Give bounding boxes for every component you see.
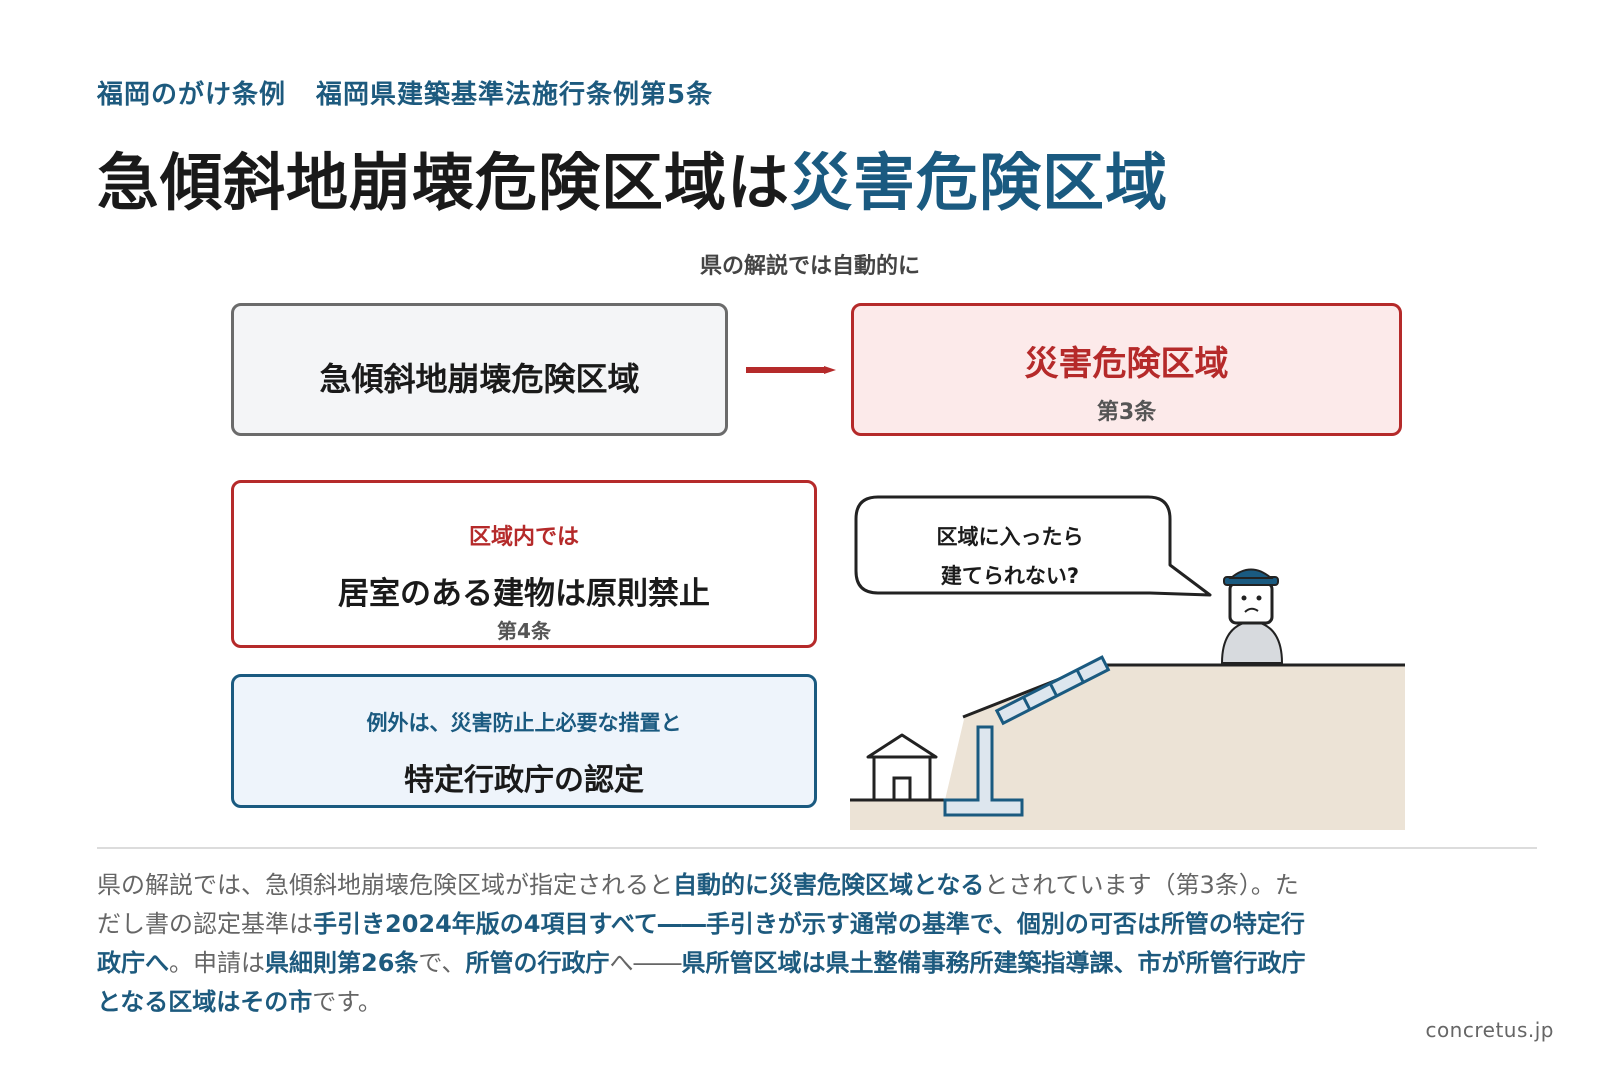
house-icon [866, 733, 938, 802]
person-icon [1220, 568, 1284, 664]
source-zone-label: 急傾斜地崩壊危険区域 [319, 360, 640, 398]
slope-illustration [850, 495, 1405, 830]
body-highlight-5: 県所管区域は県土整備事務所建築指導課、市が所管行政庁となる区域はその市 [97, 949, 1306, 1016]
exception-caption: 例外は、災害防止上必要な措置と [366, 711, 682, 735]
divider [97, 847, 1537, 849]
footer-site: concretus.jp [1425, 1018, 1554, 1042]
kicker-left: 福岡のがけ条例 [97, 80, 287, 110]
speech-bubble [854, 495, 1212, 597]
rule-caption: 区域内では [468, 525, 579, 550]
body-paragraph: 県の解説では、急傾斜地崩壊危険区域が指定されると自動的に災害危険区域となるとされ… [97, 866, 1317, 1022]
body-highlight-3: 県細則第26条 [265, 949, 419, 977]
slope-protection-icon [994, 655, 1111, 726]
rule-article: 第4条 [497, 619, 551, 643]
rule-main: 居室のある建物は原則禁止 [338, 576, 710, 612]
slope-ground [850, 665, 1405, 830]
body-text-6: です。 [312, 988, 382, 1016]
body-text-5: へ―― [609, 949, 682, 977]
flow-arrow-icon [746, 366, 836, 374]
page-title: 急傾斜地崩壊危険区域は災害危険区域 [97, 132, 1168, 222]
retaining-wall-icon [943, 725, 1024, 817]
source-zone-box: 急傾斜地崩壊危険区域 [231, 303, 728, 436]
target-zone-label: 災害危険区域 [1024, 344, 1229, 384]
target-zone-box: 災害危険区域 第3条 [851, 303, 1402, 436]
body-text-2: とされています（第3条）。ただし書の認定基準は [97, 871, 1299, 938]
kicker: 福岡のがけ条例福岡県建築基準法施行条例第5条 [97, 74, 713, 111]
speech-bubble-text: 区域に入ったら 建てられない? [860, 518, 1160, 596]
speech-line-1: 区域に入ったら [936, 525, 1084, 549]
speech-line-2: 建てられない? [940, 564, 1080, 588]
body-text-3: 。申請は [169, 949, 265, 977]
rule-box: 区域内では 居室のある建物は原則禁止 第4条 [231, 480, 817, 648]
body-highlight-2: 手引き2024年版の4項目すべて――手引きが示す通常の基準で、個別の可否は所管の… [97, 910, 1305, 977]
body-highlight-1: 自動的に災害危険区域となる [673, 871, 985, 899]
exception-main: 特定行政庁の認定 [404, 763, 644, 798]
title-accent: 災害危険区域 [790, 146, 1169, 219]
exception-box: 例外は、災害防止上必要な措置と 特定行政庁の認定 [231, 674, 817, 808]
flow-caption: 県の解説では自動的に [699, 254, 920, 279]
kicker-right: 福岡県建築基準法施行条例第5条 [316, 80, 714, 110]
body-highlight-4: 所管の行政庁 [465, 949, 610, 977]
body-text-1: 県の解説では、急傾斜地崩壊危険区域が指定されると [97, 871, 673, 899]
title-main: 急傾斜地崩壊危険区域は [97, 146, 791, 219]
target-zone-article: 第3条 [1096, 400, 1157, 425]
body-text-4: で、 [418, 949, 466, 977]
